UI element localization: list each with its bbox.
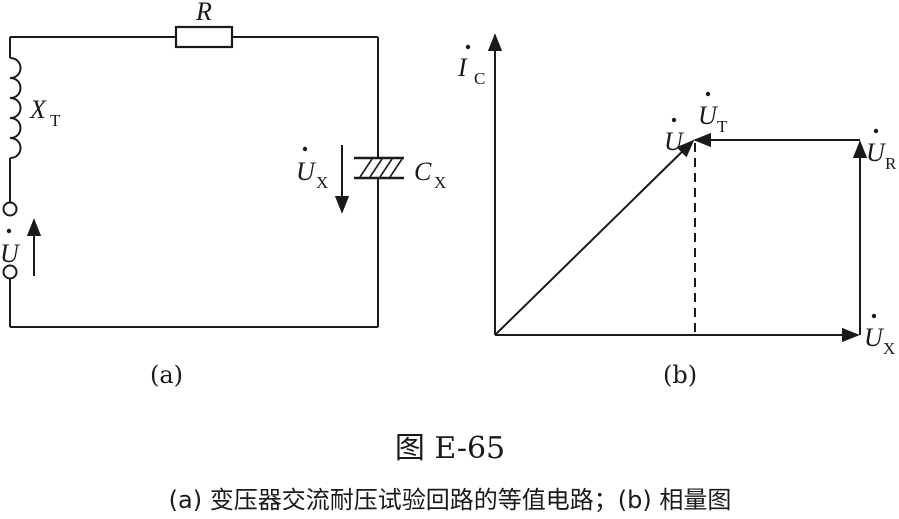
- panel-label-b: (b): [663, 361, 697, 389]
- inductor-label: X: [29, 95, 47, 124]
- voltage-x-label: U: [296, 157, 317, 186]
- figure-caption: (a) 变压器交流耐压试验回路的等值电路；(b) 相量图: [169, 486, 732, 514]
- voltage-x-label-group: U X: [296, 146, 328, 192]
- circuit-diagram: R X T C X U X U (a): [0, 0, 446, 389]
- u-phasor: [494, 139, 695, 336]
- source-label-group: U: [0, 228, 21, 268]
- inductor: [9, 57, 22, 159]
- capacitor: [354, 156, 404, 180]
- ux-label: U: [864, 323, 885, 352]
- u-label-group: U: [664, 117, 685, 156]
- ur-label: U: [866, 138, 887, 167]
- voltage-x-sub: X: [316, 173, 328, 192]
- terminal-bottom: [2, 264, 18, 280]
- ut-sub: T: [717, 117, 728, 136]
- phasor-dot: [302, 146, 308, 152]
- resistor: [174, 25, 234, 49]
- resistor-label: R: [195, 0, 212, 26]
- figure-title: 图 E-65: [395, 431, 505, 466]
- phasor-dot: [465, 44, 471, 50]
- phasor-dot: [705, 91, 711, 97]
- ux-label-group: U X: [864, 313, 895, 358]
- u-label: U: [664, 127, 685, 156]
- ux-sub: X: [883, 339, 895, 358]
- ic-label-group: I C: [457, 44, 485, 88]
- capacitor-label-group: C X: [414, 157, 446, 192]
- phasor-dot: [671, 117, 677, 123]
- ut-label: U: [698, 101, 719, 130]
- ur-label-group: U R: [866, 128, 897, 173]
- phasor-diagram: I C U U T U R U X (b): [457, 33, 897, 389]
- panel-label-a: (a): [150, 361, 183, 389]
- ut-label-group: U T: [698, 91, 728, 136]
- inductor-sub: T: [50, 111, 61, 130]
- terminal-top: [2, 201, 18, 217]
- phasor-dot: [873, 128, 879, 134]
- capacitor-sub: X: [434, 173, 446, 192]
- ur-sub: R: [885, 154, 897, 173]
- ic-label: I: [457, 53, 468, 82]
- capacitor-label: C: [414, 157, 432, 186]
- phasor-dot: [871, 313, 877, 319]
- inductor-label-group: X T: [29, 95, 61, 130]
- phasor-dot: [6, 228, 12, 234]
- ic-sub: C: [474, 69, 485, 88]
- source-label: U: [0, 239, 21, 268]
